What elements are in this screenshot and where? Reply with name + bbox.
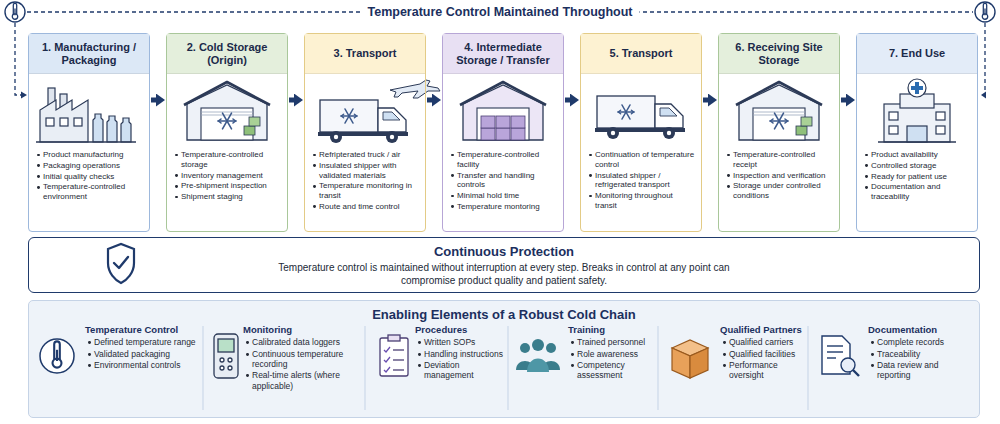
process-box: 2. Cold Storage (Origin) Temperature-cont… [166, 33, 288, 232]
bullet-text: Refripterated truck / air [310, 150, 420, 160]
column-heading: Qualified Partners [720, 324, 804, 335]
panel-heading: Enabling Elements of a Robust Cold Chain [29, 307, 979, 322]
bullet-text: Continuation of temperature control [586, 150, 696, 170]
flow-arrow [289, 98, 296, 103]
bullet-text: Handling instructions [415, 349, 504, 359]
bullet-text: Defined temperature range [85, 337, 199, 347]
bullet-text: Inspection and verification [724, 171, 834, 181]
process-box: 7. End UseProduct availabilityControlled… [856, 33, 978, 232]
info-column: DocumentationComplete recordsTraceabilit… [810, 324, 975, 414]
info-panel: Enabling Elements of a Robust Cold Chain… [28, 300, 980, 418]
column-heading: Documentation [868, 324, 971, 335]
bullet-text: Competency assessment [568, 360, 654, 381]
process-box: 4. Intermediate Storage / TransferTemper… [442, 33, 564, 232]
bullet-text: Traceability [868, 349, 971, 359]
flow-arrow [151, 98, 158, 103]
info-column: Qualified PartnersQualified carriersQual… [660, 324, 808, 414]
bullet-text: Complete records [868, 337, 971, 347]
flow-arrow [841, 98, 848, 103]
bullet-text: Temperature monitoring in transit [310, 181, 420, 201]
box-heading: 4. Intermediate Storage / Transfer [443, 34, 563, 74]
bullet-text: Role awareness [568, 349, 654, 359]
bullet-text: Pre-shipment inspection [172, 181, 282, 191]
column-heading: Monitoring [243, 324, 361, 335]
bullet-text: Real-time alerts (where applicable) [243, 370, 361, 391]
bullet-text: Monitoring throughout transit [586, 191, 696, 211]
process-box: 6. Receiving Site StorageTemperature-con… [718, 33, 840, 232]
flow-arrow [703, 98, 710, 103]
flow-arrow [427, 98, 434, 103]
bullet-text: Insulated shipper with validated materia… [310, 161, 420, 181]
bullet-text: Transfer and handling controls [448, 171, 558, 191]
box-heading: 1. Manufacturing / Packaging [29, 34, 149, 74]
bullet-text: Data review and reporting [868, 360, 971, 381]
box-heading: 3. Transport [305, 34, 425, 74]
bullet-text: Shipment staging [172, 192, 282, 202]
column-heading: Temperature Control [85, 324, 199, 335]
bullet-text: Route and time control [310, 202, 420, 212]
bullet-text: Validated packaging [85, 349, 199, 359]
column-heading: Procedures [415, 324, 504, 335]
bullet-text: Controlled storage [862, 161, 972, 171]
process-box: 1. Manufacturing / PackagingProduct manu… [28, 33, 150, 232]
bullet-text: Calibrated data loggers [243, 337, 361, 347]
callout-band: Continuous ProtectionTemperature control… [28, 237, 980, 293]
box-heading: 5. Transport [581, 34, 701, 74]
bullet-text: Documentation and traceability [862, 182, 972, 202]
info-column: Temperature ControlDefined temperature r… [35, 324, 203, 414]
bullet-text: Packaging operations [34, 161, 144, 171]
bullet-text: Temperature-controlled receipt [724, 150, 834, 170]
flow-arrow [565, 98, 572, 103]
bullet-text: Product manufacturing [34, 150, 144, 160]
bullet-text: Deviation management [415, 360, 504, 381]
bullet-text: Initial quality checks [34, 172, 144, 182]
band-heading: Continuous Protection [29, 244, 979, 259]
bullet-text: Temperature-controlled facility [448, 150, 558, 170]
bullet-text: Temperature-controlled storage [172, 150, 282, 170]
bullet-text: Written SOPs [415, 337, 504, 347]
diagram-title: Temperature Control Maintained Throughou… [360, 5, 639, 19]
bullet-text: Inventory management [172, 171, 282, 181]
column-heading: Training [568, 324, 654, 335]
bullet-text: Ready for patient use [862, 172, 972, 182]
process-box: 3. TransportRefripterated truck / airIns… [304, 33, 426, 232]
bullet-text: Temperature-controlled environment [34, 182, 144, 202]
bullet-text: Trained personnel [568, 337, 654, 347]
bullet-text: Insulated shipper / refrigerated transpo… [586, 171, 696, 191]
bullet-text: Environmental controls [85, 360, 199, 370]
info-column: ProceduresWritten SOPsHandling instructi… [367, 324, 508, 414]
info-column: MonitoringCalibrated data loggersContinu… [205, 324, 365, 414]
box-heading: 6. Receiving Site Storage [719, 34, 839, 74]
bullet-text: Product availability [862, 150, 972, 160]
bullet-text: Continuous temperature recording [243, 349, 361, 370]
bullet-text: Qualified carriers [720, 337, 804, 347]
box-heading: 7. End Use [857, 34, 977, 74]
info-column: TrainingTrained personnelRole awarenessC… [510, 324, 658, 414]
bullet-text: Temperature montoring [448, 202, 558, 212]
bullet-text: Minimal hold time [448, 191, 558, 201]
bullet-text: Storage under controlled conditions [724, 181, 834, 201]
box-heading: 2. Cold Storage (Origin) [167, 34, 287, 74]
band-text: Temperature control is maintained withou… [269, 262, 739, 287]
bullet-text: Performance oversight [720, 360, 804, 381]
process-box: 5. TransportContinuation of temperature … [580, 33, 702, 232]
bullet-text: Qualified facilities [720, 349, 804, 359]
